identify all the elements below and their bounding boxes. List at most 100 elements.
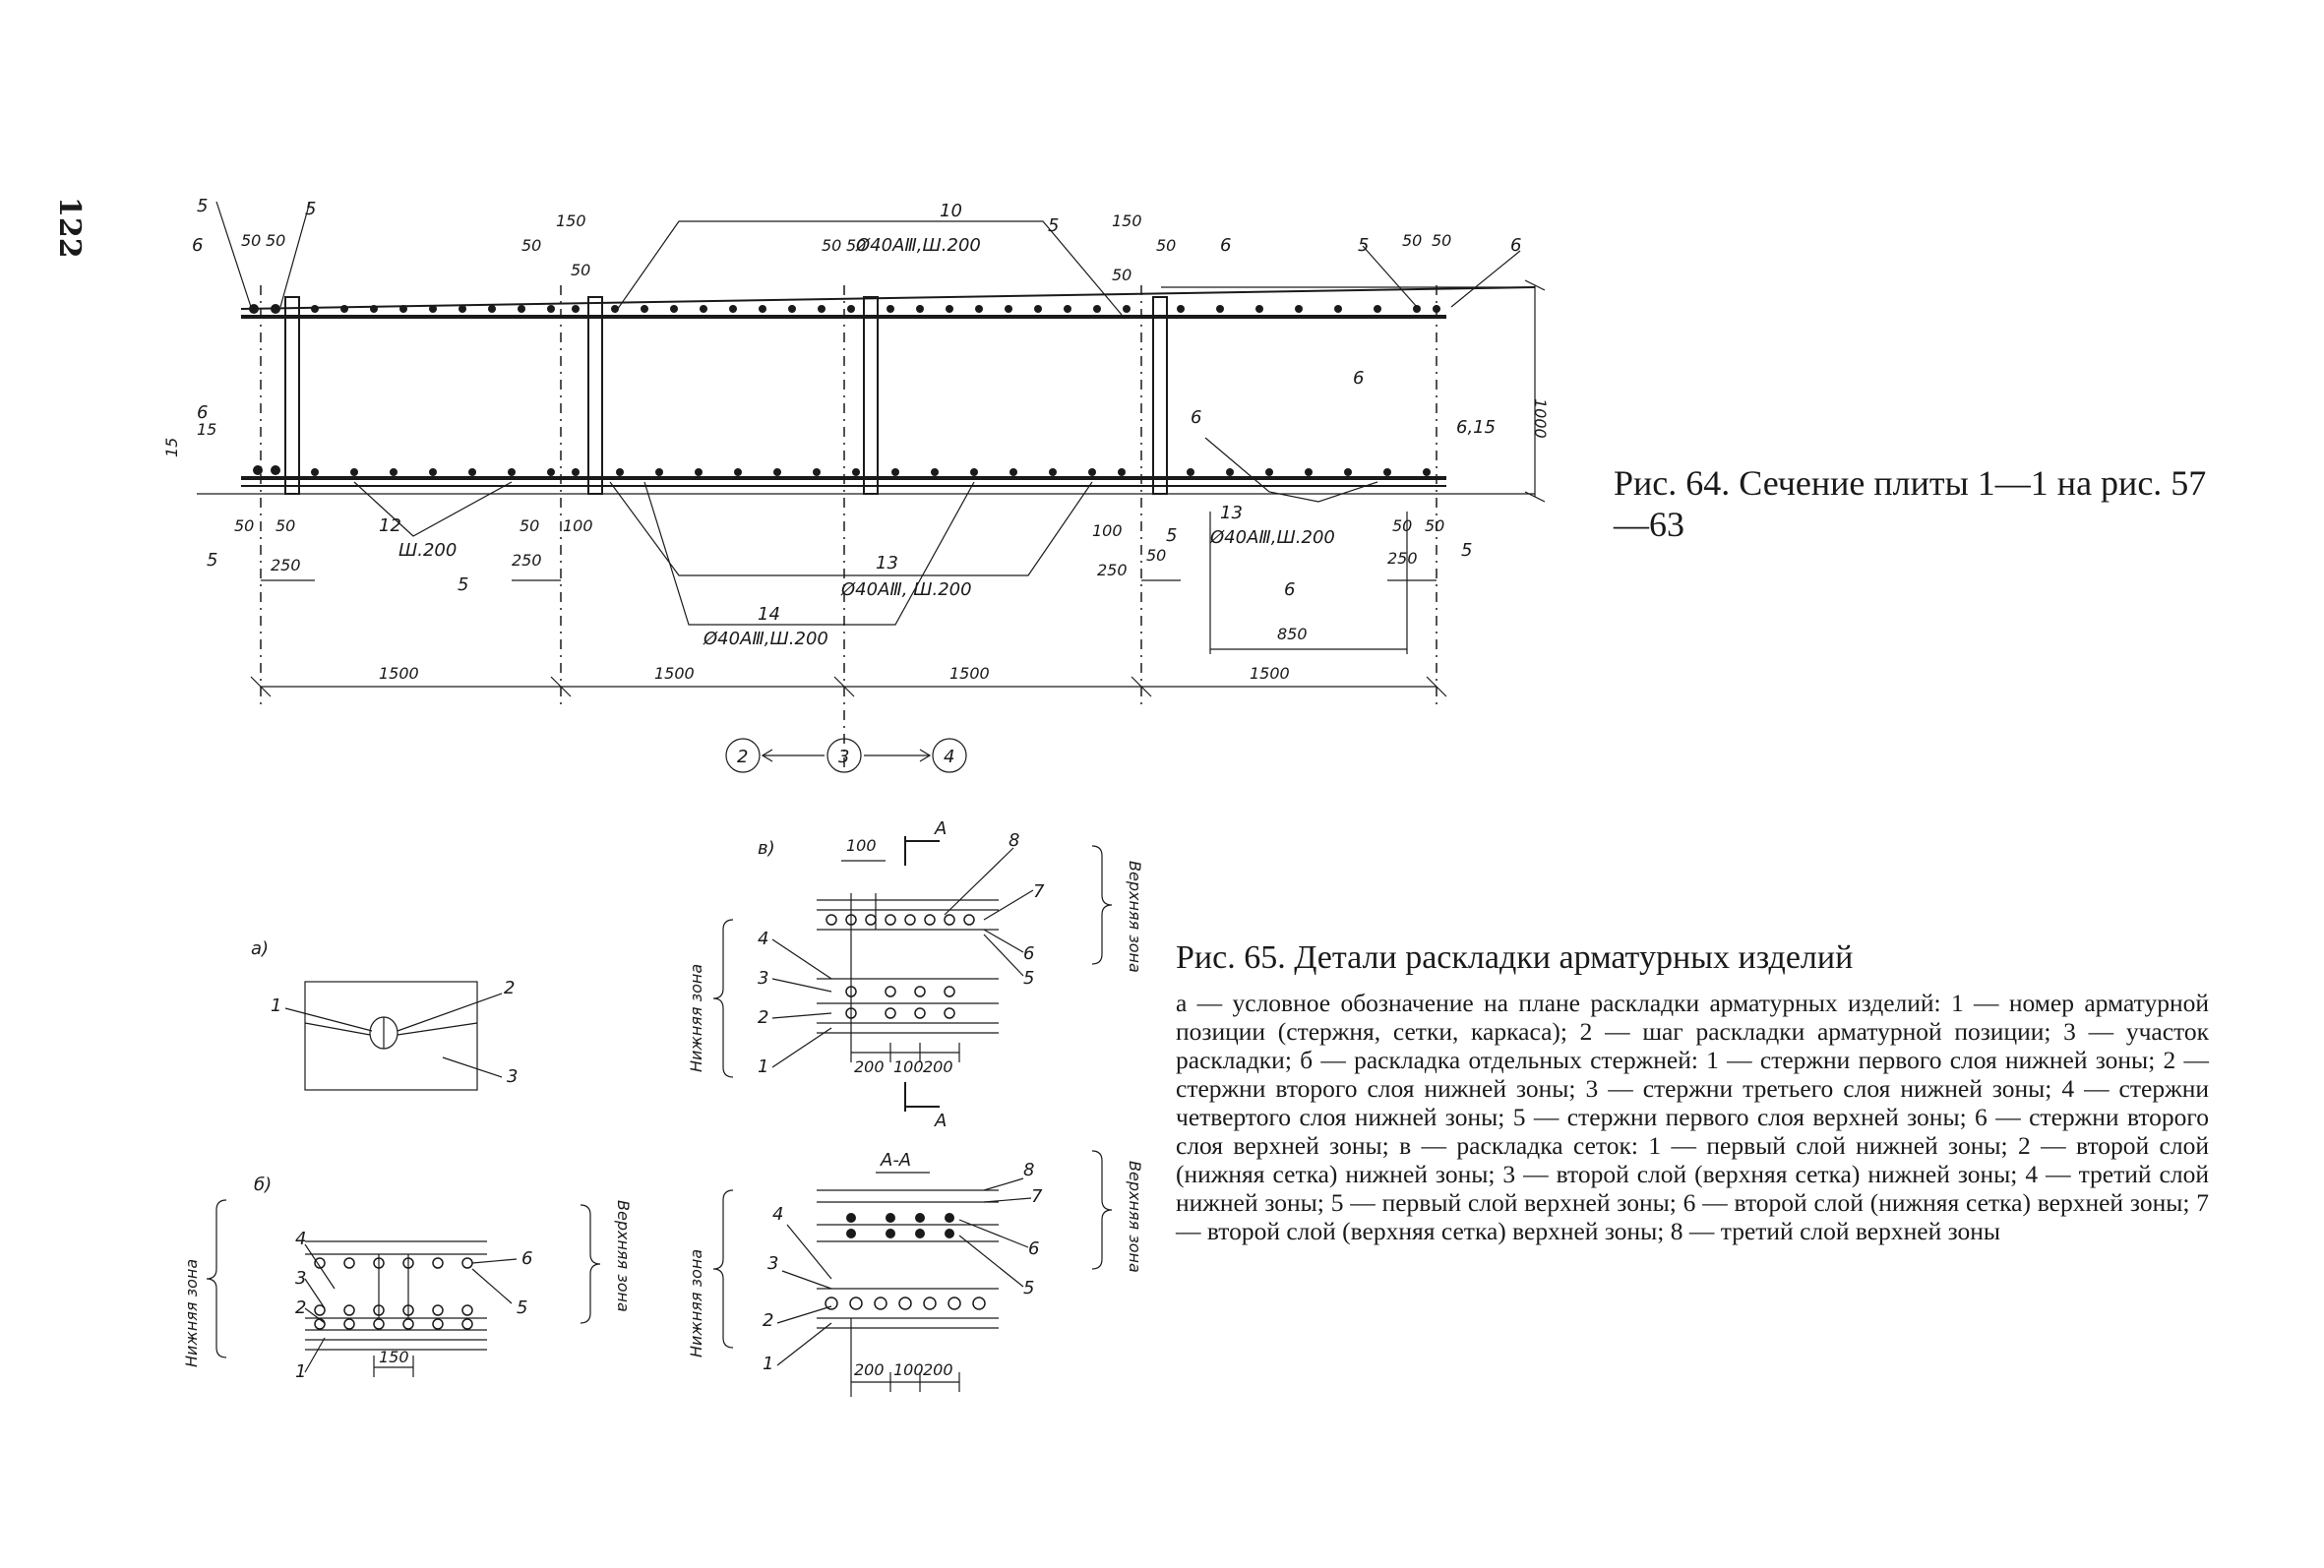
sub-b-label: б) (254, 1175, 272, 1195)
fig64-position-labels: 5 6 5 10 Ø40АⅢ,Ш.200 5 6 5 6 6 6 6 15 6,… (192, 196, 1521, 649)
fig65aa-drawing: А-А 200 100 200 8 7 6 5 4 3 2 1 (687, 1150, 1144, 1397)
dim-50: 50 (1146, 546, 1166, 565)
dim-1000: 1000 (1531, 398, 1550, 439)
b-dim-150: 150 (379, 1348, 409, 1366)
dim-50: 50 (1425, 516, 1444, 535)
b-num-4: 4 (295, 1229, 306, 1249)
pos-13: 13 (1220, 503, 1243, 523)
aa-num-6: 6 (1028, 1238, 1039, 1259)
b-lower-zone: Нижняя зона (182, 1259, 201, 1367)
axis-2-label: 2 (737, 747, 748, 767)
dim-15: 15 (162, 438, 181, 457)
aa-num-2: 2 (763, 1310, 773, 1331)
b-upper-zone: Верхняя зона (614, 1200, 633, 1312)
v-dim-200: 200 (854, 1057, 885, 1076)
dim-150: 150 (556, 211, 586, 230)
pos-6: 6 (1191, 407, 1201, 428)
pos-13: 13 (876, 553, 898, 573)
bar-spec-top: Ø40АⅢ,Ш.200 (855, 235, 981, 256)
pos-5: 5 (197, 196, 208, 216)
aa-num-3: 3 (767, 1253, 778, 1274)
pos-5: 5 (305, 199, 316, 219)
b-num-6: 6 (521, 1248, 532, 1269)
aa-dim-200: 200 (923, 1360, 953, 1379)
fig65a-drawing: а) 1 2 3 (251, 938, 518, 1091)
dim-50: 50 (822, 236, 841, 255)
a-num-1: 1 (271, 995, 281, 1016)
dim-100: 100 (563, 516, 593, 535)
dim-250: 250 (512, 551, 542, 570)
pos-5: 5 (1166, 525, 1177, 546)
b-num-5: 5 (517, 1297, 527, 1318)
bar-spec-mid: Ø40АⅢ, Ш.200 (840, 579, 972, 600)
v-upper-zone: Верхняя зона (1126, 861, 1144, 973)
dim-150: 150 (1112, 211, 1142, 230)
dim-50: 50 (234, 516, 254, 535)
bar-spec-bottom: Ø40АⅢ,Ш.200 (703, 629, 828, 649)
b-num-3: 3 (295, 1268, 306, 1289)
b-num-2: 2 (295, 1297, 306, 1318)
fig64-dimension-labels: 50 50 50 150 50 50 50 150 50 50 50 50 50… (162, 211, 1550, 683)
v-dim-100: 100 (846, 836, 877, 855)
dim-50: 50 (1432, 231, 1451, 250)
pos-5: 5 (1358, 235, 1369, 256)
v-num-8: 8 (1009, 830, 1019, 851)
v-num-6: 6 (1023, 943, 1034, 964)
v-section-mark-a: А (934, 1111, 947, 1131)
a-num-3: 3 (507, 1066, 518, 1087)
fig65v-drawing: в) 100 А 200 100 200 А 8 7 6 (687, 818, 1144, 1131)
pos-6: 6 (1284, 579, 1295, 600)
pos-14: 14 (758, 604, 780, 625)
aa-lower-zone: Нижняя зона (687, 1249, 705, 1357)
v-num-5: 5 (1023, 968, 1034, 989)
dim-250: 250 (271, 556, 301, 574)
pos-6: 6 (192, 235, 203, 256)
v-num-4: 4 (758, 929, 768, 949)
pos-6: 6 (1220, 235, 1231, 256)
dim-1500: 1500 (1250, 664, 1290, 683)
axis-3-label: 3 (838, 747, 849, 767)
v-lower-zone: Нижняя зона (687, 964, 705, 1072)
sub-v-label: в) (758, 838, 775, 859)
dim-50: 50 (521, 236, 541, 255)
pos-5: 5 (207, 550, 217, 571)
dim-100: 100 (1092, 521, 1123, 540)
dim-50: 50 (1156, 236, 1176, 255)
aa-num-7: 7 (1031, 1186, 1043, 1207)
aa-dim-200: 200 (854, 1360, 885, 1379)
spacing-sh200: Ш.200 (398, 540, 457, 561)
fig64-section-drawing: 2 3 4 50 50 50 150 50 50 50 150 50 50 50… (162, 196, 1550, 773)
dim-850: 850 (1277, 625, 1308, 643)
dim-50: 50 (846, 236, 866, 255)
v-dim-100: 100 (893, 1057, 924, 1076)
a-num-2: 2 (504, 978, 515, 998)
dim-50: 50 (275, 516, 295, 535)
pos-6: 6 (1510, 235, 1521, 256)
top-rebar-dots (249, 304, 1440, 314)
aa-num-1: 1 (763, 1354, 773, 1374)
v-num-1: 1 (758, 1056, 768, 1077)
aa-upper-zone: Верхняя зона (1126, 1161, 1144, 1273)
dim-50: 50 (1392, 516, 1412, 535)
pos-5: 5 (1461, 540, 1472, 561)
axis-markers: 2 3 4 (725, 738, 967, 773)
pos-5: 5 (458, 574, 468, 595)
dim-50: 50 (1112, 266, 1131, 284)
aa-num-4: 4 (772, 1204, 783, 1225)
v-num-3: 3 (758, 968, 768, 989)
aa-num-5: 5 (1023, 1278, 1034, 1298)
axis-4-label: 4 (944, 747, 954, 767)
pos-15: 15 (197, 420, 216, 439)
v-dim-200: 200 (923, 1057, 953, 1076)
fig64-caption: Рис. 64. Сечение плиты 1—1 на рис. 57—63 (1614, 463, 2207, 544)
dim-1500: 1500 (379, 664, 419, 683)
dim-250: 250 (1387, 549, 1418, 568)
aa-num-8: 8 (1023, 1160, 1034, 1180)
fig65b-drawing: б) 150 4 3 2 1 6 5 Ни (182, 1175, 633, 1382)
axis-lines (260, 285, 1437, 767)
aa-dim-100: 100 (893, 1360, 924, 1379)
pos-6-15: 6,15 (1456, 417, 1496, 438)
pos-6: 6 (1353, 368, 1364, 389)
b-num-1: 1 (295, 1361, 306, 1382)
